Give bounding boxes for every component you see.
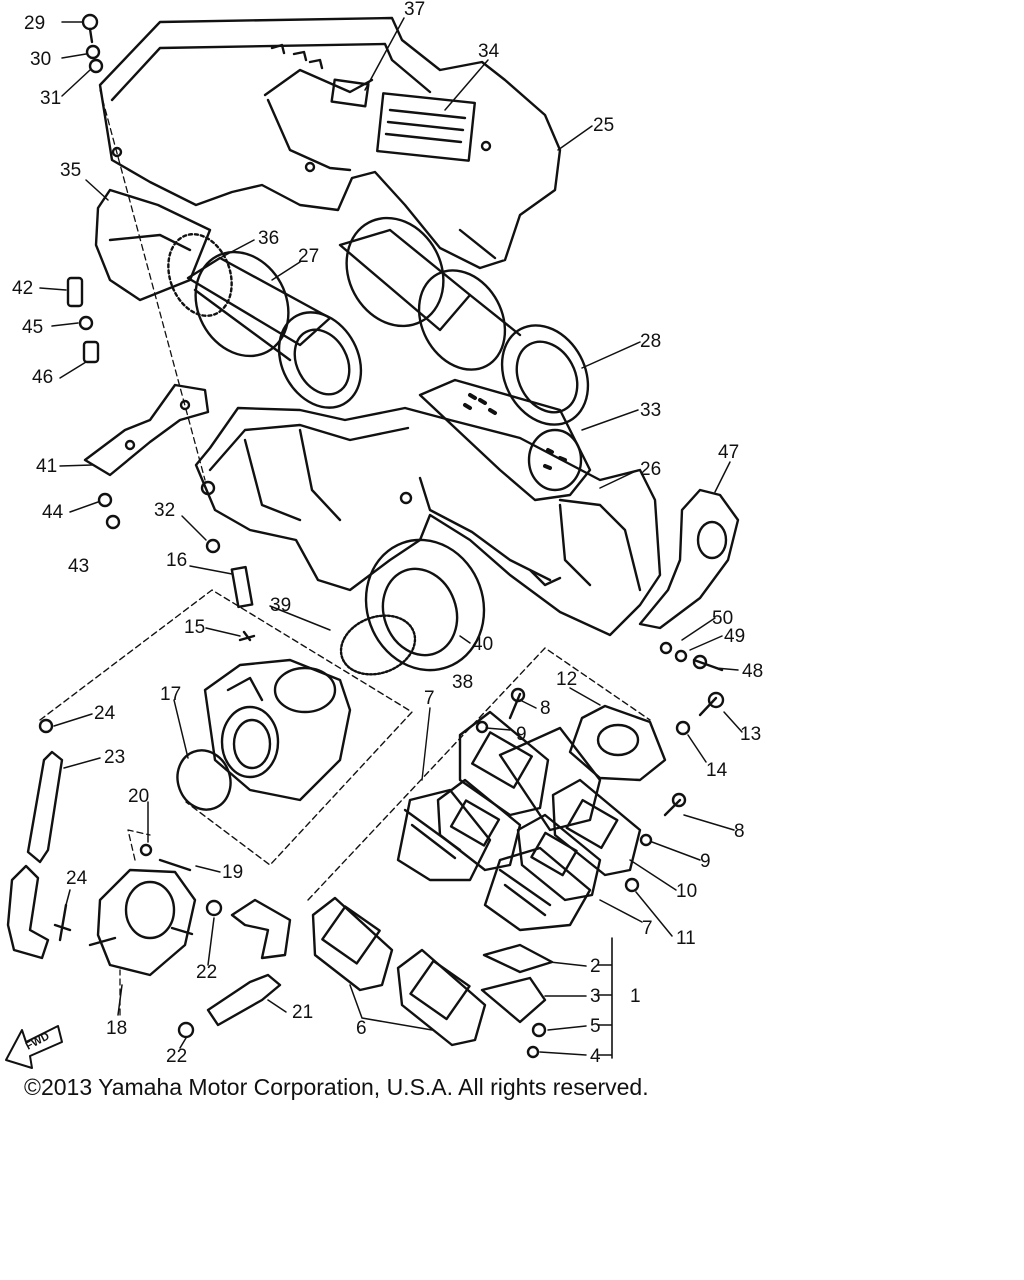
callout-labels: 29 30 31 37 34 25 35 36 27 42 45 46 28 3… [12, 0, 763, 1067]
reed-valve-group-outline [307, 647, 651, 901]
callout-24b: 24 [66, 868, 88, 889]
callout-27: 27 [298, 246, 319, 267]
carburetor [203, 658, 352, 802]
callout-4: 4 [590, 1046, 601, 1067]
callout-38: 38 [452, 672, 473, 693]
reed-valve-assemblies [311, 704, 667, 1047]
air-box-cover [98, 16, 562, 270]
callout-18: 18 [106, 1018, 127, 1039]
callout-28: 28 [640, 331, 661, 352]
callout-2: 2 [590, 956, 601, 977]
callout-50: 50 [712, 608, 733, 629]
callout-31: 31 [40, 88, 61, 109]
callout-22b: 22 [166, 1046, 187, 1067]
fwd-arrow-icon: FWD [5, 1025, 63, 1069]
callout-15: 15 [184, 617, 205, 638]
callout-23: 23 [104, 747, 125, 768]
callout-26: 26 [640, 459, 661, 480]
bracket-1-group [597, 937, 613, 1059]
callout-9a: 9 [516, 724, 527, 745]
callout-42: 42 [12, 278, 33, 299]
callout-44: 44 [42, 502, 64, 523]
callout-5: 5 [590, 1016, 601, 1037]
intake-duct [94, 188, 233, 317]
callout-19: 19 [222, 862, 243, 883]
callout-43: 43 [68, 556, 89, 577]
callout-45: 45 [22, 317, 43, 338]
clamp [176, 749, 232, 811]
callout-13: 13 [740, 724, 761, 745]
exploded-parts-diagram: FWD 29 30 31 37 34 25 35 36 27 42 [5, 0, 763, 1069]
callout-1: 1 [630, 986, 641, 1007]
callout-39: 39 [270, 595, 291, 616]
callout-11: 11 [676, 928, 696, 949]
air-filter-elements [186, 216, 590, 426]
callout-22a: 22 [196, 962, 217, 983]
joint-and-band [339, 538, 486, 676]
callout-36: 36 [258, 228, 279, 249]
callout-46: 46 [32, 367, 53, 388]
callout-8b: 8 [734, 821, 745, 842]
callout-10: 10 [676, 881, 697, 902]
callout-37: 37 [404, 0, 425, 20]
callout-33: 33 [640, 400, 661, 421]
callout-32: 32 [154, 500, 175, 521]
alignment-lines [99, 89, 206, 1016]
callout-7a: 7 [424, 688, 435, 709]
copyright-notice: ©2013 Yamaha Motor Corporation, U.S.A. A… [24, 1074, 649, 1100]
callout-34: 34 [478, 41, 500, 62]
air-box-case [194, 406, 662, 637]
callout-24a: 24 [94, 703, 116, 724]
callout-16: 16 [166, 550, 187, 571]
callout-29: 29 [24, 13, 45, 34]
callout-9b: 9 [700, 851, 711, 872]
callout-47: 47 [718, 442, 739, 463]
bracket-right [638, 488, 740, 630]
callout-17: 17 [160, 684, 181, 705]
bracket-left [83, 383, 210, 477]
callout-30: 30 [30, 49, 51, 70]
callout-21: 21 [292, 1002, 313, 1023]
fasteners [66, 13, 725, 1059]
callout-3: 3 [590, 986, 601, 1007]
callout-20: 20 [128, 786, 149, 807]
callout-40: 40 [472, 634, 493, 655]
callout-12: 12 [556, 669, 577, 690]
callout-7b: 7 [642, 918, 653, 939]
callout-48: 48 [742, 661, 763, 682]
callout-8a: 8 [540, 698, 551, 719]
leader-lines [39, 17, 743, 1056]
leader-7 [421, 707, 431, 781]
screen [418, 378, 592, 502]
callout-25: 25 [593, 115, 614, 136]
callout-14: 14 [706, 760, 728, 781]
hoses-and-pump [6, 718, 292, 1039]
callout-49: 49 [724, 626, 745, 647]
callout-41: 41 [36, 456, 57, 477]
callout-35: 35 [60, 160, 81, 181]
callout-6: 6 [356, 1018, 367, 1039]
carburetor-group-outline [39, 589, 413, 866]
